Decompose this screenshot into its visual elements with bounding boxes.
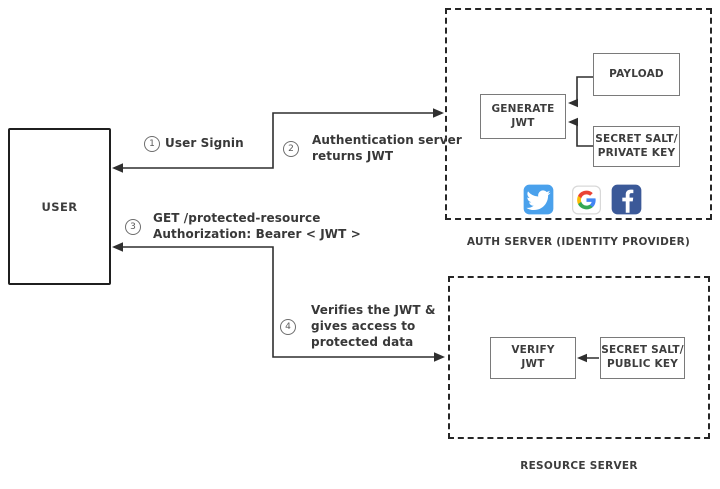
resource-server-caption: RESOURCE SERVER <box>520 460 638 472</box>
arrowhead-into-resource-server <box>434 352 445 362</box>
step-3-text: GET /protected-resource Authorization: B… <box>153 211 361 241</box>
generate-jwt-box: GENERATE JWT <box>480 94 566 139</box>
google-icon <box>572 185 601 219</box>
verify-jwt-box: VERIFY JWT <box>490 337 576 379</box>
step-3-number: 3 <box>125 218 141 235</box>
payload-box: PAYLOAD <box>593 53 680 96</box>
facebook-icon <box>611 184 642 219</box>
auth-server-caption: AUTH SERVER (IDENTITY PROVIDER) <box>466 236 691 248</box>
step-1-number: 1 <box>144 136 160 152</box>
user-box: USER <box>8 128 111 285</box>
step-4-verifies-jwt: 4 Verifies the JWT & gives access to pro… <box>280 303 436 350</box>
step-2-text: Authentication server returns JWT <box>312 133 462 163</box>
step-2-auth-returns-jwt: 2 Authentication server returns JWT <box>283 133 462 165</box>
resource-server-container <box>448 276 710 439</box>
secret-salt-private-key-box: SECRET SALT/ PRIVATE KEY <box>593 126 680 167</box>
twitter-icon <box>523 184 554 219</box>
secret-salt-public-key-box: SECRET SALT/ PUBLIC KEY <box>600 337 685 379</box>
step-4-text: Verifies the JWT & gives access to prote… <box>311 303 436 349</box>
step-1-text: User Signin <box>165 136 244 151</box>
step-4-number: 4 <box>280 318 296 335</box>
user-label: USER <box>41 199 78 214</box>
step-3-get-protected-resource: 3 GET /protected-resource Authorization:… <box>125 211 361 243</box>
step-1-user-signin: 1 User Signin <box>144 136 244 152</box>
arrowhead-into-auth-server <box>433 108 444 118</box>
step-2-number: 2 <box>283 140 299 157</box>
auth-server-container <box>445 8 712 220</box>
arrowhead-into-user-bottom <box>112 242 123 252</box>
arrowhead-into-user-top <box>112 163 123 173</box>
